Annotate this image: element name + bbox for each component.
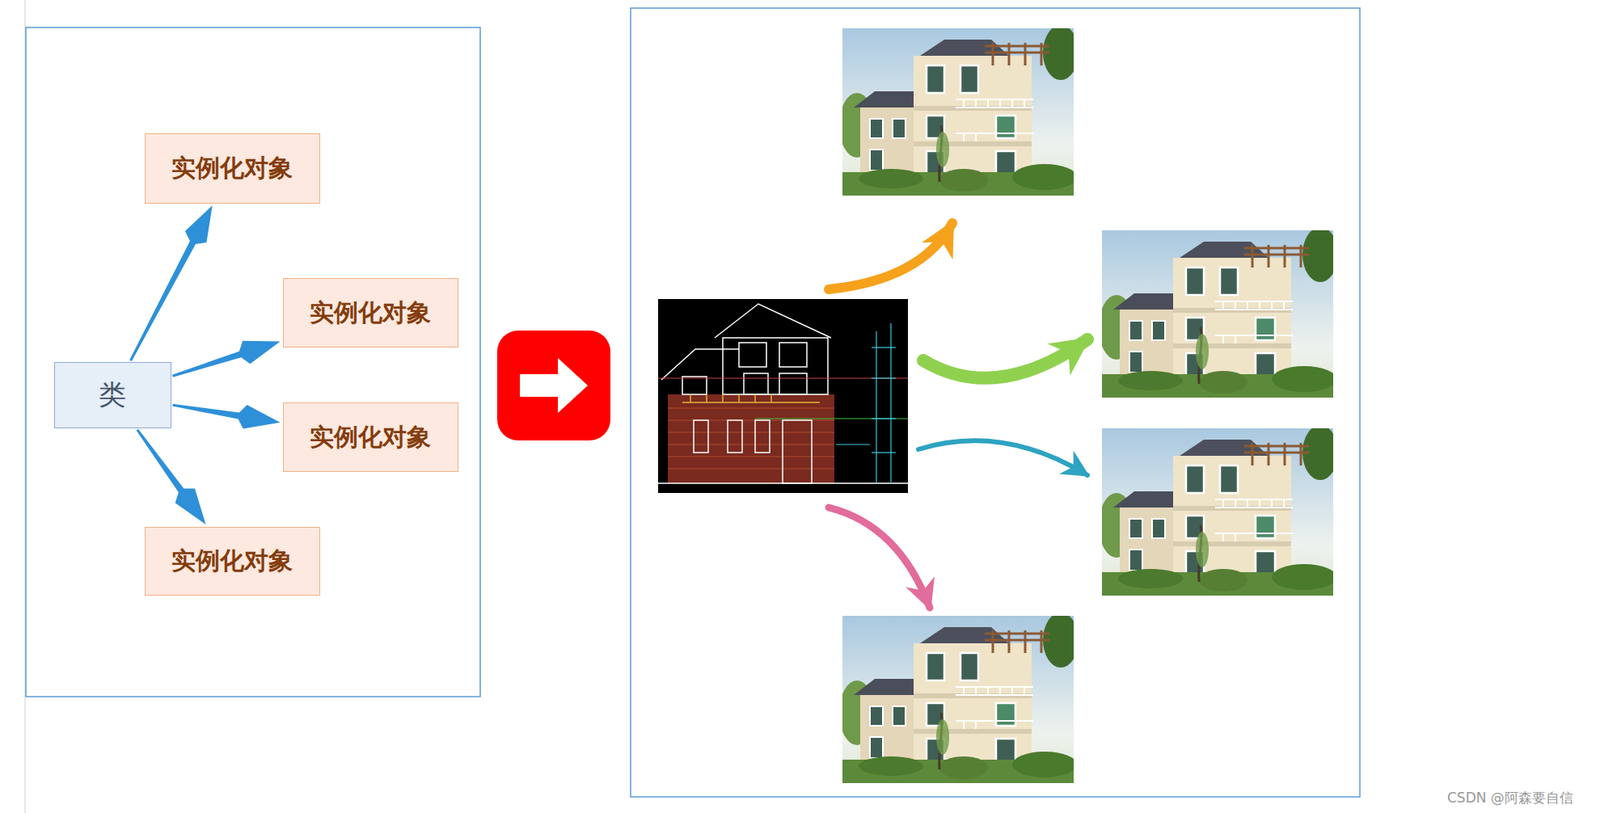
node-text: 实例化对象 — [309, 296, 431, 330]
instance-box: 实例化对象 — [282, 278, 459, 348]
node-text: 实例化对象 — [309, 421, 431, 455]
instance-box: 实例化对象 — [144, 133, 321, 204]
instantiate-arrow — [172, 341, 281, 378]
instantiate-arrow — [129, 205, 212, 362]
node-text: 实例化对象 — [171, 151, 293, 186]
class-box: 类 — [54, 362, 172, 429]
node-text: 实例化对象 — [171, 544, 293, 579]
instantiate-arrow — [136, 429, 207, 525]
watermark: CSDN @阿森要自信 — [1447, 789, 1574, 808]
instance-box: 实例化对象 — [282, 402, 459, 473]
instantiate-arrow — [172, 404, 280, 430]
node-text: 类 — [98, 376, 127, 414]
instance-box: 实例化对象 — [144, 527, 321, 596]
